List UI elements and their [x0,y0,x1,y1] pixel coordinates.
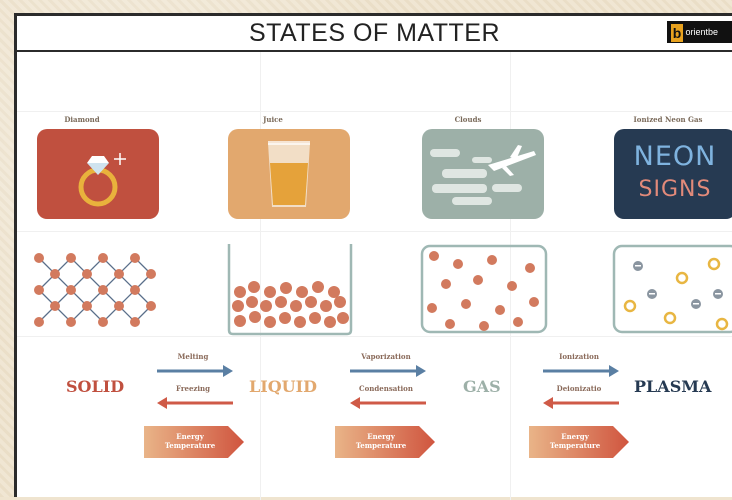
energy-arrow-shape [335,426,435,458]
logo-text: orientbe [685,27,719,37]
poster: STATES OF MATTER b orientbe Diamond Juic… [14,13,732,500]
energy-arrow-shape [529,426,629,458]
state-solid: SOLID [66,377,125,396]
plasma-particles [612,244,732,334]
energy-label-line1: Energy [176,432,204,441]
energy-label: Energy Temperature [343,432,419,450]
arrow-right-icon [350,365,426,377]
title-bar: STATES OF MATTER b orientbe [17,16,732,52]
state-gas: GAS [463,377,501,396]
transition-deionization: Deionizatio [556,384,602,393]
diamond-ring-card [37,129,159,219]
energy-label-line1: Energy [367,432,395,441]
energy-label-line2: Temperature [164,441,216,450]
state-plasma: PLASMA [634,377,712,396]
energy-label-line2: Temperature [355,441,407,450]
transition-condensation: Condensation [359,384,413,393]
clouds-airplane-icon [430,145,536,205]
clouds-card [422,129,544,219]
transition-ionization: Ionization [559,352,599,361]
grid-line [510,52,511,500]
juice-glass-card [228,129,350,219]
energy-arrow-1: Energy Temperature [144,426,244,458]
neon-signs-card: NEON SIGNS [614,129,732,219]
caption-juice: Juice [263,115,283,124]
grid-line [17,111,732,112]
transition-melting: Melting [177,352,209,361]
caption-clouds: Clouds [454,115,482,124]
solid-lattice [34,253,156,327]
grid-line [17,336,732,337]
transition-freezing: Freezing [175,384,211,393]
grid-line [17,231,732,232]
neon-sign-line2: SIGNS [638,177,712,202]
energy-arrow-2: Energy Temperature [335,426,435,458]
diamond-ring-icon [78,153,126,207]
neon-sign-line1: NEON [633,141,717,172]
gas-particles [420,244,548,334]
page-title: STATES OF MATTER [248,19,501,47]
arrow-left-icon [543,397,619,409]
grid-line [260,52,261,500]
liquid-particles [227,244,353,336]
state-liquid: LIQUID [249,377,317,396]
arrow-right-icon [157,365,233,377]
arrow-right-icon [543,365,619,377]
juice-glass-icon [268,141,310,207]
energy-arrow-3: Energy Temperature [529,426,629,458]
arrow-left-icon [350,397,426,409]
caption-neon: Ionized Neon Gas [633,115,703,124]
energy-label-line2: Temperature [549,441,601,450]
energy-label: Energy Temperature [537,432,613,450]
energy-label-line1: Energy [561,432,589,441]
transition-vaporization: Vaporization [361,352,411,361]
brand-logo: b orientbe [667,21,732,43]
caption-diamond: Diamond [64,115,100,124]
logo-mark: b [671,23,683,42]
arrow-left-icon [157,397,233,409]
energy-arrow-shape [144,426,244,458]
energy-label: Energy Temperature [152,432,228,450]
